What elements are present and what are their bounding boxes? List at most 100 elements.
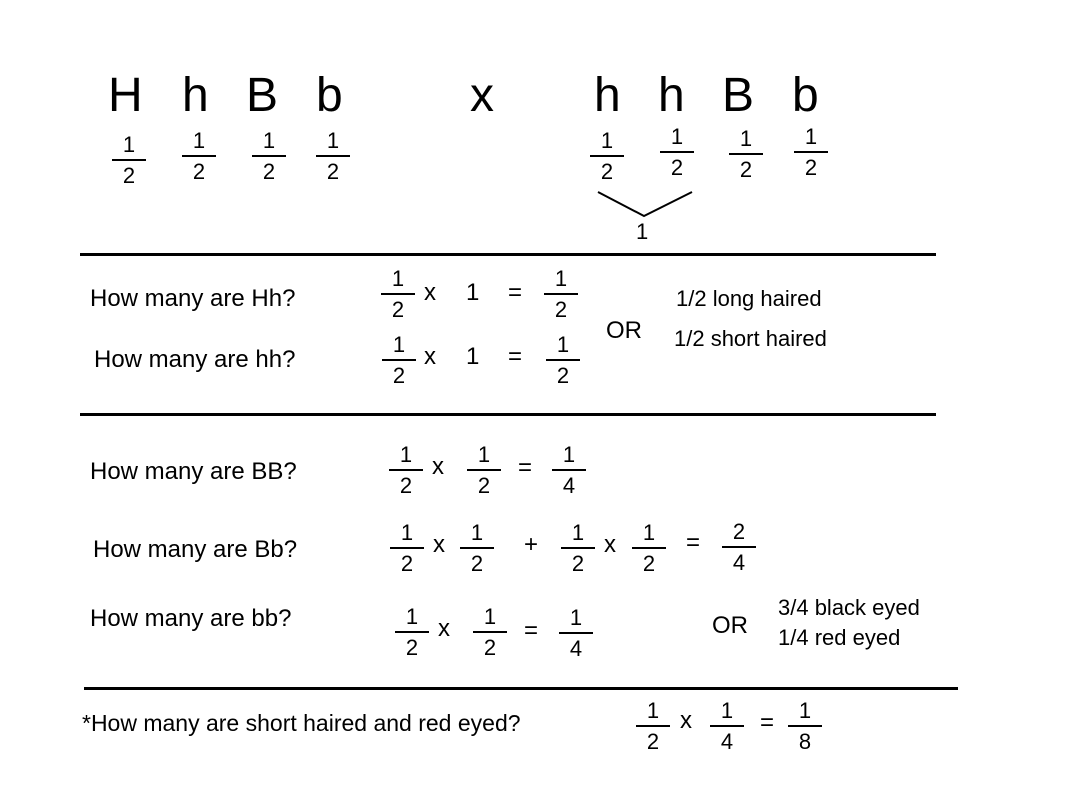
numerator: 1 — [122, 132, 136, 157]
denominator: 2 — [804, 155, 818, 180]
denominator: 2 — [262, 159, 276, 184]
numerator: 1 — [554, 266, 568, 291]
brace-sum: 1 — [636, 219, 649, 244]
denominator: 4 — [562, 473, 576, 498]
denominator: 2 — [192, 159, 206, 184]
denominator: 2 — [571, 551, 585, 576]
equals-sign: = — [508, 343, 523, 370]
fraction-bar — [632, 547, 666, 549]
numerator: 1 — [391, 266, 405, 291]
numerator: 1 — [739, 126, 753, 151]
fraction-bar — [182, 155, 216, 157]
denominator: 2 — [470, 551, 484, 576]
question-hh-hom: How many are hh? — [94, 346, 296, 373]
fraction-bar — [546, 359, 580, 361]
numerator: 1 — [399, 442, 413, 467]
equals-sign: = — [508, 279, 523, 306]
denominator: 2 — [399, 473, 413, 498]
multiply-sign: x — [432, 453, 444, 480]
denominator: 2 — [670, 155, 684, 180]
numerator: 1 — [646, 698, 660, 723]
multiply-sign: x — [680, 707, 692, 734]
fraction-bar — [381, 293, 415, 295]
fraction-bar — [729, 153, 763, 155]
fraction-bar — [590, 155, 624, 157]
denominator: 2 — [642, 551, 656, 576]
numerator: 1 — [392, 332, 406, 357]
parent2-allele-2: h — [658, 69, 685, 122]
numerator: 1 — [477, 442, 491, 467]
multiply-sign: x — [438, 615, 450, 642]
outcome-black-eyed: 3/4 black eyed — [778, 595, 920, 620]
equals-sign: = — [518, 454, 533, 481]
denominator: 2 — [483, 635, 497, 660]
fraction-bar — [395, 631, 429, 633]
numerator: 1 — [720, 698, 734, 723]
numerator: 1 — [470, 520, 484, 545]
numerator: 1 — [562, 442, 576, 467]
fraction-bar — [467, 469, 501, 471]
brace-connector — [597, 191, 693, 218]
denominator: 2 — [477, 473, 491, 498]
fraction-bar — [788, 725, 822, 727]
numerator: 2 — [732, 519, 746, 544]
numerator: 1 — [569, 605, 583, 630]
question-bb-rec: How many are bb? — [90, 605, 292, 632]
numerator: 1 — [798, 698, 812, 723]
fraction-bar — [636, 725, 670, 727]
multiply-sign: x — [424, 279, 436, 306]
denominator: 2 — [554, 297, 568, 322]
fraction-bar — [390, 547, 424, 549]
question-bb-dom: How many are BB? — [90, 458, 297, 485]
numerator: 1 — [326, 128, 340, 153]
divider-2 — [80, 413, 936, 416]
or-label-eye: OR — [712, 612, 748, 639]
fraction-bar — [794, 151, 828, 153]
fraction-bar — [710, 725, 744, 727]
parent1-allele-2: h — [182, 69, 209, 122]
parent2-allele-1: h — [594, 69, 621, 122]
fraction-bar — [544, 293, 578, 295]
parent1-allele-1: H — [108, 69, 143, 122]
term-one: 1 — [466, 343, 480, 370]
term-one: 1 — [466, 279, 480, 306]
question-bb-het: How many are Bb? — [93, 536, 298, 563]
denominator: 4 — [569, 636, 583, 661]
fraction-bar — [316, 155, 350, 157]
numerator: 1 — [600, 128, 614, 153]
parent1-allele-4: b — [316, 69, 343, 122]
denominator: 2 — [122, 163, 136, 188]
numerator: 1 — [483, 604, 497, 629]
denominator: 4 — [732, 550, 746, 575]
denominator: 2 — [405, 635, 419, 660]
numerator: 1 — [405, 604, 419, 629]
denominator: 2 — [646, 729, 660, 754]
fraction-bar — [722, 546, 756, 548]
question-hh-het: How many are Hh? — [90, 285, 296, 312]
divider-3 — [84, 687, 958, 690]
denominator: 2 — [556, 363, 570, 388]
or-label-hair: OR — [606, 317, 642, 344]
equals-sign: = — [686, 529, 701, 556]
numerator: 1 — [670, 124, 684, 149]
fraction-bar — [389, 469, 423, 471]
denominator: 8 — [798, 729, 812, 754]
